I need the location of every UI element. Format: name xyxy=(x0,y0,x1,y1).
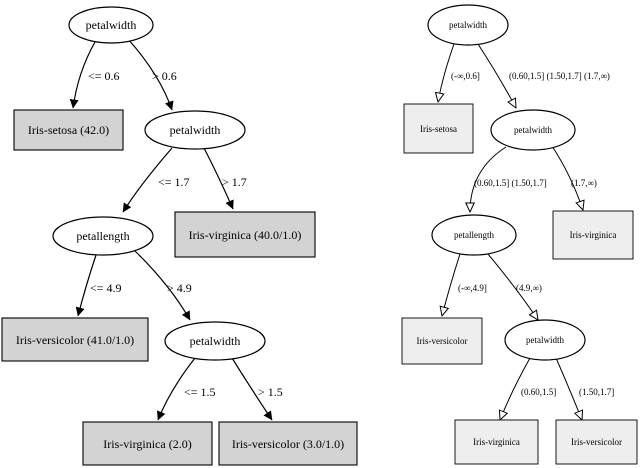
right-leaf-versicolor-2: Iris-versicolor xyxy=(555,419,638,465)
left-edge-label: > 1.7 xyxy=(222,175,247,189)
node-label: petalwidth xyxy=(86,18,137,32)
right-leaf-virginica-2: Iris-virginica xyxy=(454,419,539,465)
right-edge-label: (-∞,4.9] xyxy=(458,283,487,293)
left-edge-petalwidth-versicolor2 xyxy=(231,357,273,421)
node-label: petalwidth xyxy=(449,20,487,30)
left-edge-petalwidth-virginica2 xyxy=(156,357,196,421)
right-node-petalwidth-2: petalwidth xyxy=(504,319,586,361)
left-node-petalwidth-2: petalwidth xyxy=(164,321,266,361)
node-label: petalwidth xyxy=(526,335,564,345)
right-edge-label: (0.60,1.5] xyxy=(521,387,556,397)
right-edge-label: (1.50,1.7] xyxy=(579,387,614,397)
left-leaf-versicolor-2: Iris-versicolor (3.0/1.0) xyxy=(218,421,358,466)
node-label: petalwidth xyxy=(514,125,552,135)
leaf-label: Iris-virginica xyxy=(570,230,617,240)
left-edge-label: <= 0.6 xyxy=(88,69,120,83)
right-edge-label: (-∞,0.6] xyxy=(451,71,480,81)
right-node-petallength: petallength xyxy=(431,214,517,256)
node-label: petalwidth xyxy=(170,123,221,137)
right-node-petalwidth: petalwidth xyxy=(490,109,576,151)
leaf-label: Iris-versicolor xyxy=(571,437,622,447)
leaf-label: Iris-versicolor (3.0/1.0) xyxy=(232,437,344,451)
leaf-label: Iris-virginica (40.0/1.0) xyxy=(189,228,302,242)
right-leaf-versicolor: Iris-versicolor xyxy=(401,317,483,365)
left-edge-label: <= 1.5 xyxy=(184,385,216,399)
right-edge-root-setosa xyxy=(438,43,455,102)
node-label: petalwidth xyxy=(190,334,241,348)
left-edge-petallength-versicolor xyxy=(75,254,97,317)
left-node-petallength: petallength xyxy=(52,216,154,256)
right-node-root: petalwidth xyxy=(427,4,509,46)
left-edge-petalwidth-virginica xyxy=(203,147,234,210)
left-node-root: petalwidth xyxy=(68,6,154,44)
left-leaf-versicolor: Iris-versicolor (41.0/1.0) xyxy=(1,317,149,362)
right-edge-petallength-petalwidth xyxy=(487,253,538,320)
node-label: petallength xyxy=(454,230,494,240)
leaf-label: Iris-versicolor (41.0/1.0) xyxy=(16,333,134,347)
right-leaf-virginica: Iris-virginica xyxy=(552,210,634,260)
left-node-petalwidth: petalwidth xyxy=(144,110,246,150)
left-edge-petallength-petalwidth xyxy=(134,250,191,321)
right-edge-petalwidth-petallength xyxy=(470,146,507,212)
right-edge-label: (4.9,∞) xyxy=(516,283,542,293)
leaf-label: Iris-setosa (42.0) xyxy=(28,123,109,137)
left-leaf-virginica: Iris-virginica (40.0/1.0) xyxy=(174,211,316,258)
right-edge-petalwidth-virginica2 xyxy=(500,357,531,420)
left-edge-root-petalwidth xyxy=(127,38,174,111)
right-edge-petallength-versicolor xyxy=(442,253,461,316)
left-edge-label: > 4.9 xyxy=(167,281,192,295)
left-edge-label: > 0.6 xyxy=(152,69,177,83)
left-edge-root-setosa xyxy=(69,41,96,109)
left-edge-label: > 1.5 xyxy=(258,385,283,399)
right-edge-label: (1.7,∞) xyxy=(571,178,597,188)
leaf-label: Iris-setosa xyxy=(420,124,457,134)
right-edge-root-petalwidth xyxy=(477,43,516,108)
right-edge-label: (0.60,1.5] (1.50,1.7] xyxy=(474,178,547,188)
left-leaf-virginica-2: Iris-virginica (2.0) xyxy=(82,421,213,466)
right-leaf-setosa: Iris-setosa xyxy=(403,103,474,154)
leaf-label: Iris-virginica (2.0) xyxy=(103,437,191,451)
left-edge-label: <= 1.7 xyxy=(158,175,190,189)
right-tree: (-∞,0.6] (0.60,1.5] (1.50,1.7] (1.7,∞) (… xyxy=(401,4,638,465)
node-label: petallength xyxy=(76,229,129,243)
left-edge-petalwidth-petallength xyxy=(122,147,173,213)
left-leaf-setosa: Iris-setosa (42.0) xyxy=(13,109,124,151)
right-edge-label: (0.60,1.5] (1.50,1.7] (1.7,∞) xyxy=(509,71,610,81)
right-edge-petalwidth-versicolor2 xyxy=(555,357,582,420)
leaf-label: Iris-versicolor xyxy=(417,336,468,346)
left-edge-label: <= 4.9 xyxy=(90,281,122,295)
left-tree: <= 0.6 > 0.6 <= 1.7 > 1.7 <= 4.9 > 4.9 <… xyxy=(1,6,358,466)
right-edge-petalwidth-virginica xyxy=(551,145,583,210)
leaf-label: Iris-virginica xyxy=(473,437,520,447)
